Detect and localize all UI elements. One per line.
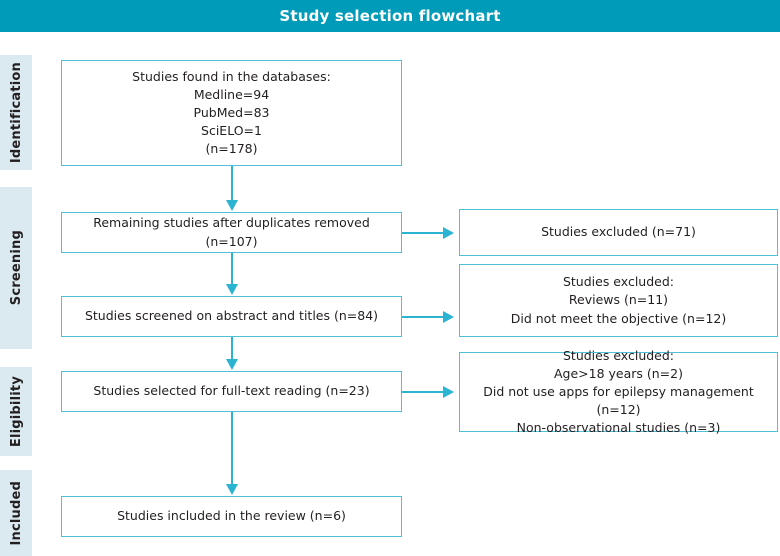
stage-tab-eligibility-label: Eligibility [8,375,24,448]
arrow-down-icon-3 [226,359,238,370]
flow-box-screened-abstracts: Studies screened on abstract and titles … [61,296,402,337]
flow-box-excluded-duplicates: Studies excluded (n=71) [459,209,778,256]
arrow-right-icon-3 [443,386,454,398]
flow-box-included-in-review: Studies included in the review (n=6) [61,496,402,537]
flow-box-excluded-eligibility-text: Studies excluded: Age>18 years (n=2) Did… [483,347,754,436]
connector-to-excluded-2 [402,316,444,318]
arrow-down-icon-4 [226,484,238,495]
header-bar: Study selection flowchart [0,0,780,32]
connector-duplicates-to-screened [231,253,233,285]
stage-tab-eligibility: Eligibility [0,367,32,456]
connector-screened-to-fulltext [231,337,233,360]
flow-box-included-in-review-text: Studies included in the review (n=6) [117,508,346,524]
flow-box-records-identified: Studies found in the databases: Medline=… [61,60,402,166]
flow-box-screened-abstracts-text: Studies screened on abstract and titles … [84,308,379,324]
flow-box-full-text-reading: Studies selected for full-text reading (… [61,371,402,412]
flow-box-full-text-reading-text: Studies selected for full-text reading (… [93,383,370,399]
flow-box-excluded-duplicates-text: Studies excluded (n=71) [541,224,696,240]
stage-tab-identification-label: Identification [8,61,24,164]
flow-box-duplicates-removed: Remaining studies after duplicates remov… [61,212,402,253]
arrow-right-icon-2 [443,311,454,323]
stage-tab-included: Included [0,470,32,556]
flow-box-records-identified-text: Studies found in the databases: Medline=… [132,68,331,157]
flow-box-excluded-screening: Studies excluded: Reviews (n=11) Did not… [459,264,778,337]
connector-identification-to-screening [231,166,233,202]
arrow-down-icon-2 [226,284,238,295]
flow-box-excluded-screening-text: Studies excluded: Reviews (n=11) Did not… [510,274,727,326]
connector-fulltext-to-included [231,412,233,485]
arrow-right-icon-1 [443,227,454,239]
page-title: Study selection flowchart [279,6,501,25]
arrow-down-icon-1 [226,200,238,211]
flow-box-excluded-eligibility: Studies excluded: Age>18 years (n=2) Did… [459,348,778,435]
stage-tab-screening-label: Screening [8,230,24,306]
stage-tab-included-label: Included [8,480,24,546]
stage-tab-screening: Screening [0,187,32,349]
flow-box-duplicates-removed-text: Remaining studies after duplicates remov… [93,215,370,249]
stage-tab-identification: Identification [0,55,32,170]
connector-to-excluded-1 [402,232,444,234]
connector-to-excluded-3 [402,391,444,393]
